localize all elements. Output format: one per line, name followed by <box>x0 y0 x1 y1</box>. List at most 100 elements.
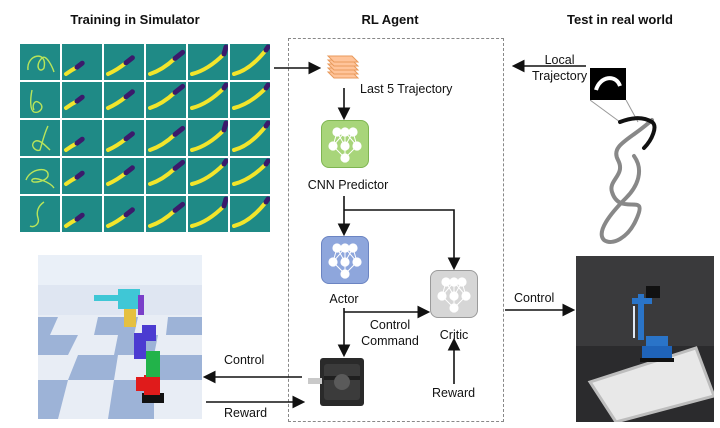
trajectory-stroke <box>232 196 271 228</box>
trajectory-stroke <box>106 207 135 228</box>
trajectory-stroke <box>106 165 135 186</box>
critic-network-icon <box>437 277 471 313</box>
trajectory-cell <box>230 158 271 194</box>
trajectory-cell <box>188 158 229 194</box>
local-stroke-thumb <box>594 76 622 91</box>
trajectory-stroke <box>232 158 271 186</box>
simulator-scene <box>38 255 202 419</box>
reward-left-label: Reward <box>224 406 268 420</box>
network-node <box>352 141 362 151</box>
actor-label: Actor <box>329 292 359 306</box>
rl-agent-region <box>288 38 504 422</box>
trajectory-stroke <box>106 55 135 76</box>
trajectory-cell <box>146 196 186 232</box>
network-node <box>332 243 342 253</box>
simulator-render <box>38 255 202 419</box>
trajectory-stroke <box>29 89 43 114</box>
trajectory-cell <box>188 82 229 118</box>
trajectory-stroke <box>232 44 271 76</box>
trajectory-stroke <box>148 83 186 110</box>
trajectory-cell <box>146 44 186 80</box>
trajectory-cell <box>20 120 60 156</box>
network-node <box>449 291 459 301</box>
trajectory-stroke <box>64 136 85 152</box>
trajectory-stroke <box>29 201 45 228</box>
trajectory-stroke <box>106 131 135 152</box>
stacked-layers-icon <box>326 55 360 79</box>
control-command-line2: Command <box>361 334 419 348</box>
trajectory-stroke <box>190 158 229 186</box>
trajectory-stroke <box>232 120 271 152</box>
trajectory-cell <box>146 82 186 118</box>
cnn-network-icon <box>328 127 362 163</box>
trajectory-cell <box>104 44 144 80</box>
trajectory-cell <box>104 120 144 156</box>
trajectory-cell <box>20 158 60 194</box>
real-robot-scene <box>576 256 714 422</box>
network-node <box>437 291 447 301</box>
last-5-trajectory-label: Last 5 Trajectory <box>360 82 453 96</box>
trajectory-stroke <box>232 82 271 110</box>
trajectory-cell <box>104 158 144 194</box>
trajectory-stroke <box>64 94 85 110</box>
network-node <box>348 127 358 137</box>
local-trajectory-thumb <box>590 68 626 100</box>
trajectory-stroke <box>31 125 51 152</box>
trajectory-stroke <box>190 196 229 228</box>
control-left-label: Control <box>224 353 265 367</box>
stepper-motor-icon <box>308 358 364 406</box>
network-node <box>340 257 350 267</box>
trajectory-stroke <box>64 60 85 76</box>
real-robot-photo <box>576 256 714 422</box>
trajectory-stroke <box>148 49 186 76</box>
trajectory-cell <box>62 82 102 118</box>
trajectory-stroke <box>148 125 186 152</box>
trajectory-cell <box>104 196 144 232</box>
title-training-simulator: Training in Simulator <box>70 12 200 27</box>
network-node <box>340 243 350 253</box>
network-node <box>449 303 459 313</box>
trajectory-cell <box>62 120 102 156</box>
trajectory-cell <box>230 44 271 80</box>
trajectory-stroke <box>106 89 135 110</box>
trajectory-cell <box>62 44 102 80</box>
trajectory-stroke <box>64 170 85 186</box>
trajectory-cell <box>188 196 229 232</box>
trajectory-cell <box>20 82 60 118</box>
actor-network-icon <box>328 243 362 279</box>
trajectory-cell <box>230 82 271 118</box>
reward-critic-label: Reward <box>432 386 476 400</box>
trajectory-stroke <box>27 55 55 73</box>
network-node <box>340 269 350 279</box>
local-trajectory-line1: Local <box>544 53 575 67</box>
control-command-label: Control Command <box>360 317 420 349</box>
trajectory-cell <box>104 82 144 118</box>
handwritten-eight <box>590 100 657 244</box>
network-node <box>348 243 358 253</box>
control-command-line1: Control <box>369 318 411 332</box>
trajectory-cell <box>20 44 60 80</box>
cnn-predictor-label: CNN Predictor <box>307 178 389 192</box>
trajectory-cell <box>146 120 186 156</box>
trajectory-cell <box>188 120 229 156</box>
trajectory-cell <box>230 196 271 232</box>
network-node <box>461 291 471 301</box>
local-trajectory-line2: Trajectory <box>532 69 588 83</box>
trajectory-stroke <box>25 169 55 189</box>
trajectory-cell <box>20 196 60 232</box>
trajectory-cell <box>230 120 271 156</box>
local-trajectory-label: Local Trajectory <box>532 52 587 84</box>
control-right-label: Control <box>514 291 555 305</box>
trajectory-cell <box>146 158 186 194</box>
network-node <box>340 141 350 151</box>
title-test-real-world: Test in real world <box>567 12 673 27</box>
network-node <box>352 257 362 267</box>
trajectory-stroke <box>64 212 85 228</box>
network-node <box>332 127 342 137</box>
trajectory-stroke <box>190 120 229 152</box>
network-node <box>457 277 467 287</box>
network-node <box>441 277 451 287</box>
trajectory-cell <box>62 158 102 194</box>
network-node <box>340 127 350 137</box>
